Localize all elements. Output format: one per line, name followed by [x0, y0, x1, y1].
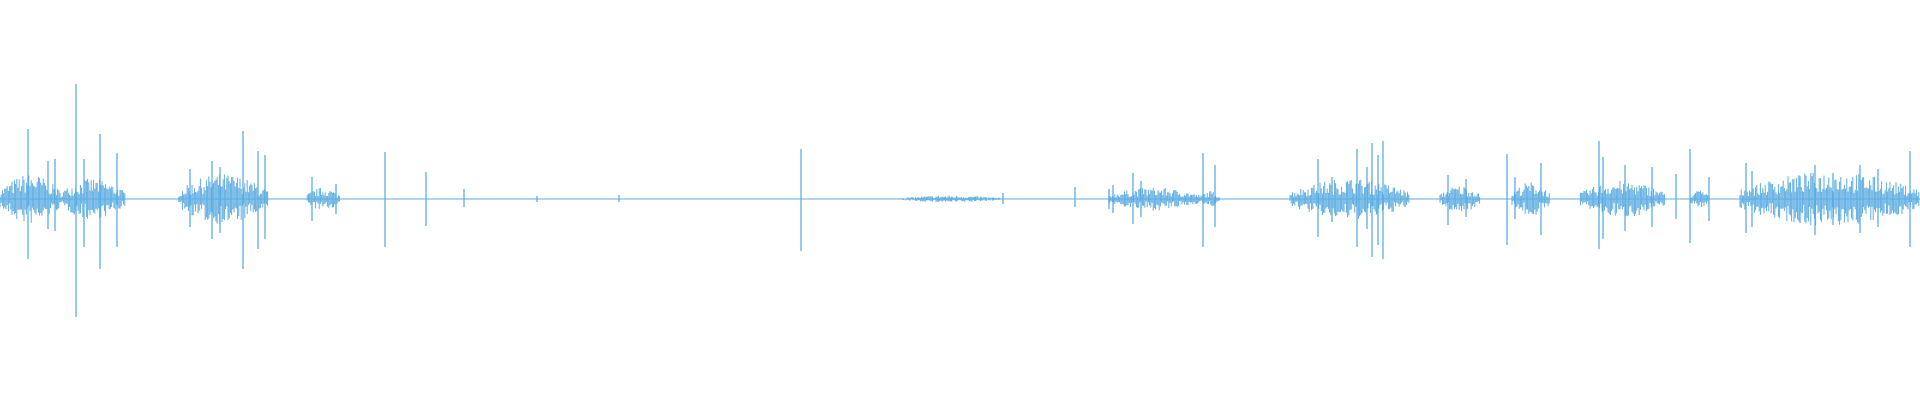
waveform-bars — [0, 84, 1920, 317]
